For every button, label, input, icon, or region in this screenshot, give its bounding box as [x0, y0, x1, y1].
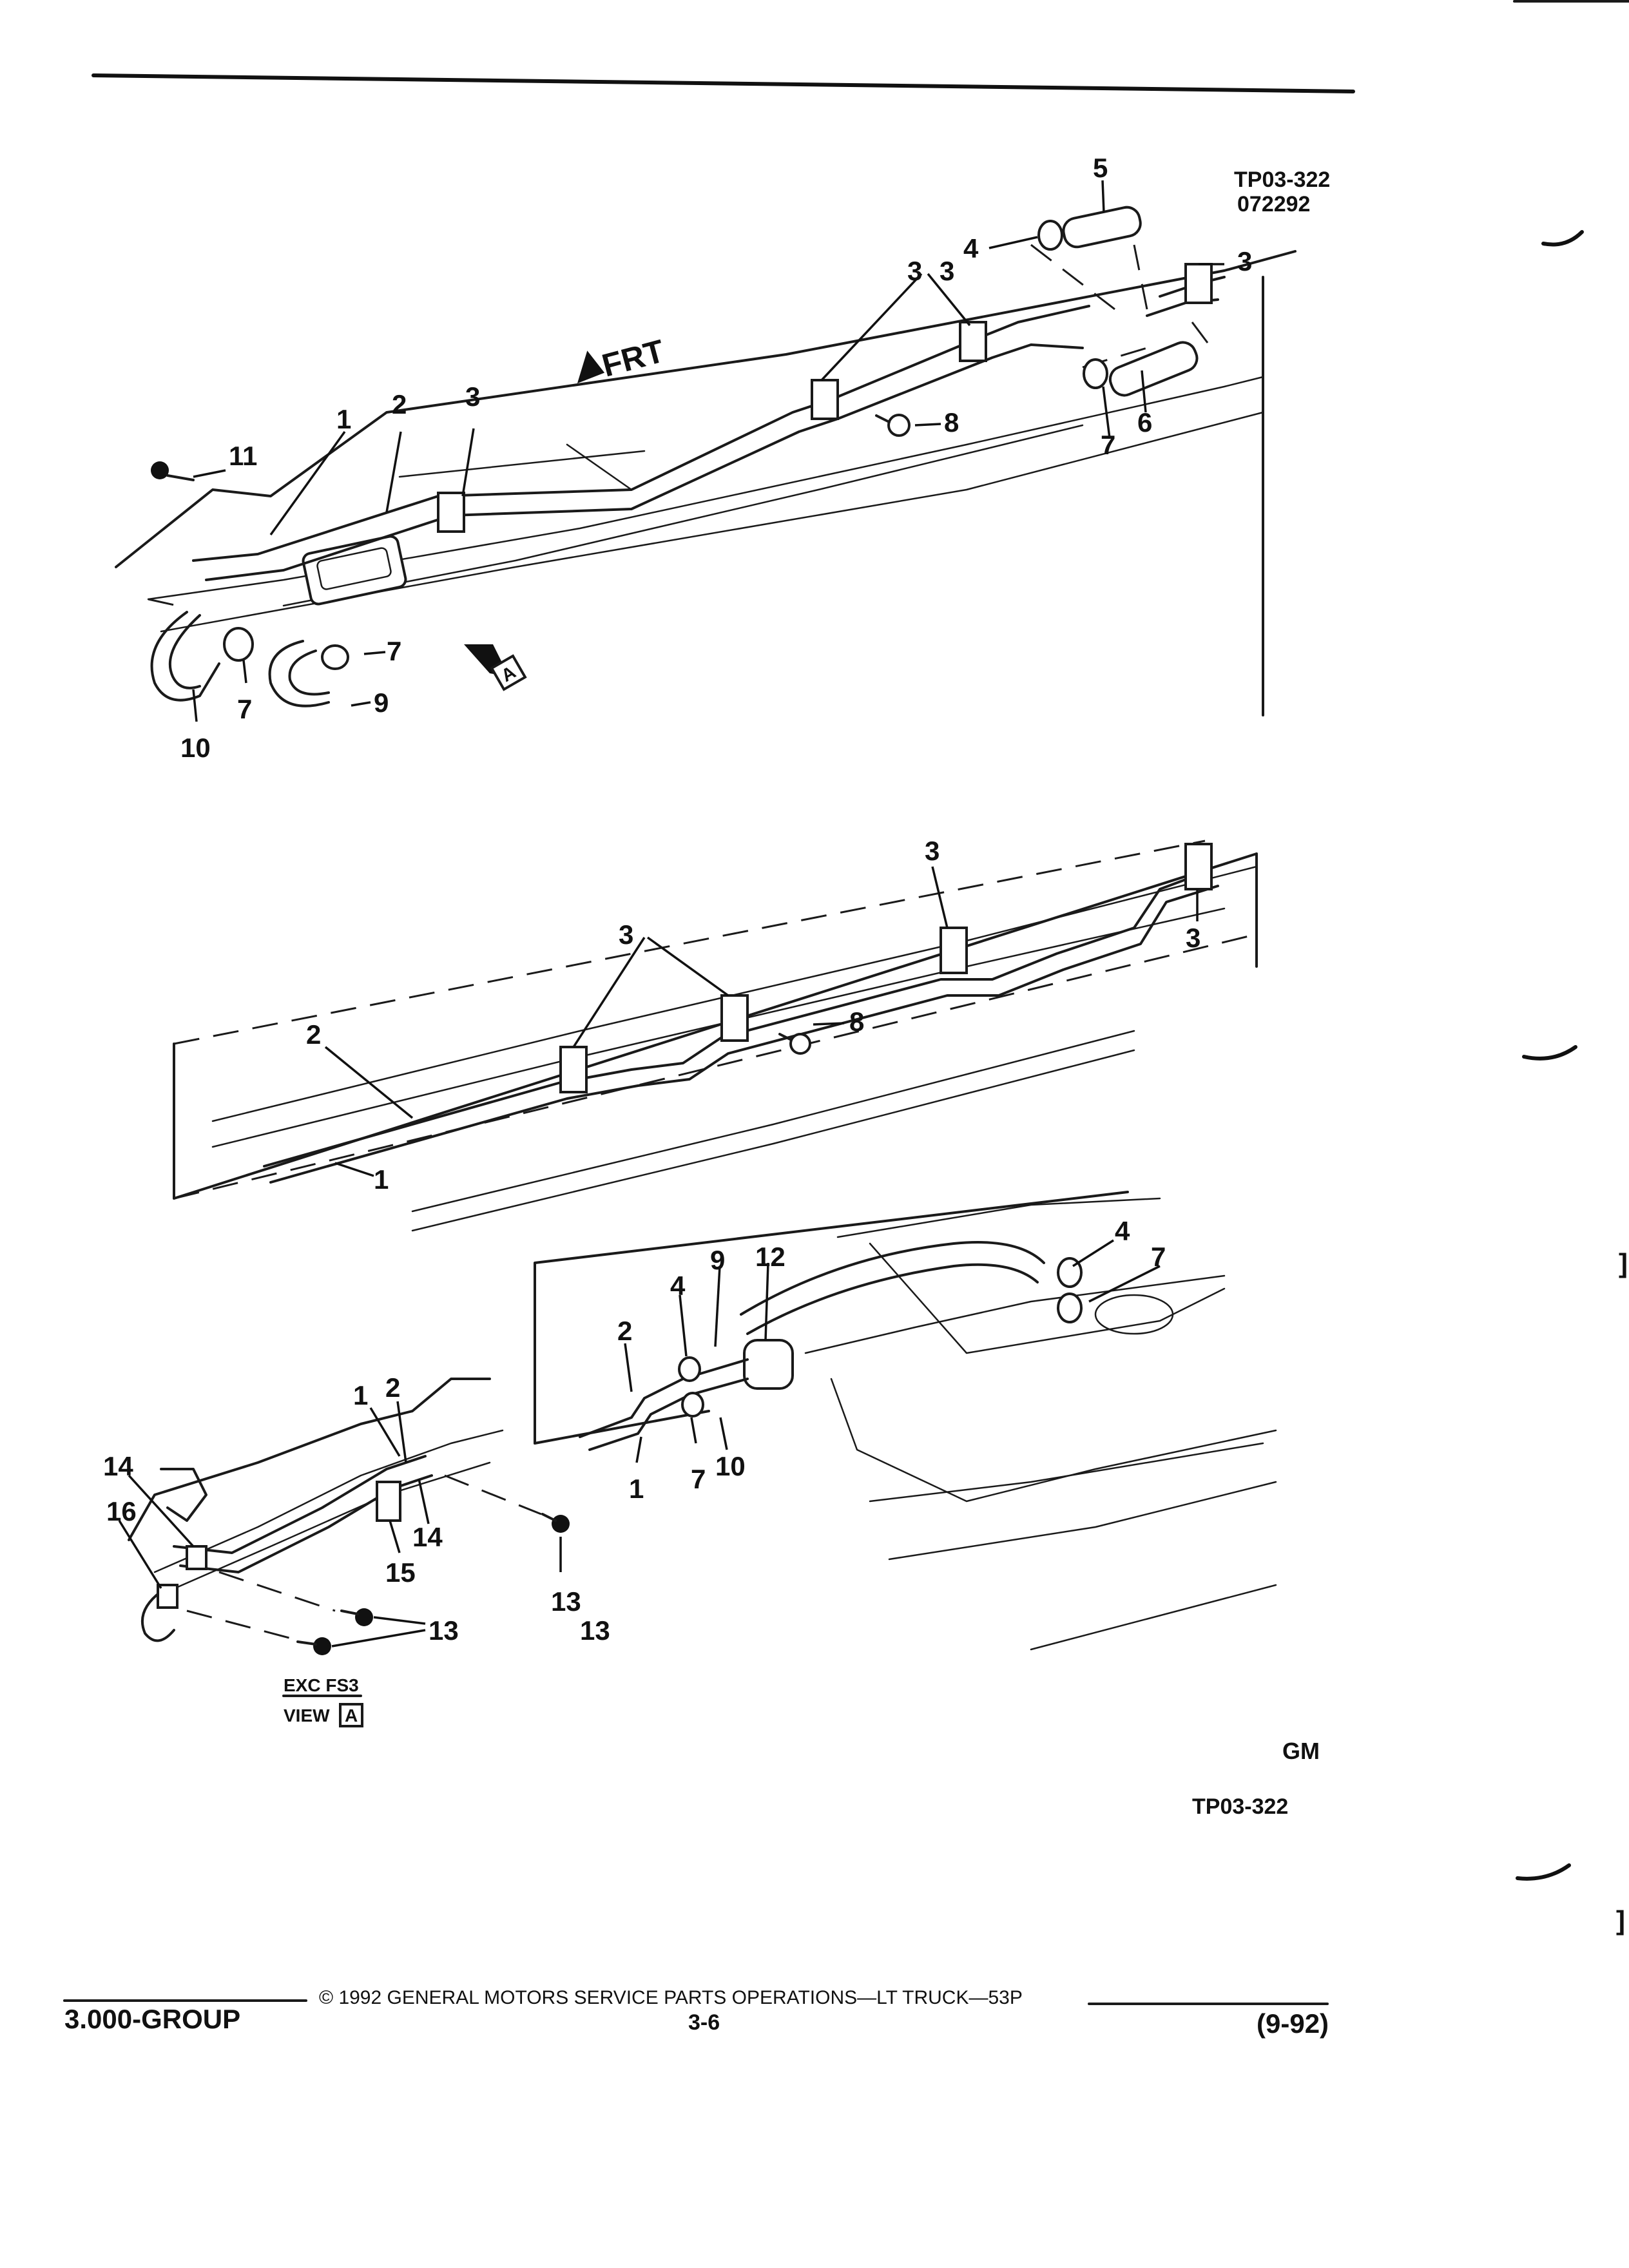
clip: [559, 1046, 588, 1093]
frt-label: FRT: [598, 332, 668, 383]
clip: [959, 321, 987, 362]
callout-upper-7b: 7: [237, 694, 252, 724]
clamp-7: [321, 644, 349, 670]
callout-viewa-14a: 14: [103, 1451, 133, 1481]
callout-lower-7b: 7: [1151, 1242, 1166, 1272]
date-code: 072292: [1237, 192, 1310, 216]
callout-lower-4b: 4: [1115, 1216, 1130, 1246]
footer-group: 3.000-GROUP: [64, 2004, 240, 2034]
bolt-8: [875, 414, 911, 437]
drawing-code: TP03-322: [1234, 168, 1330, 192]
grommet-12: [743, 1339, 794, 1390]
callout-middle-3c: 3: [1186, 923, 1200, 953]
footer-copyright: © 1992 GENERAL MOTORS SERVICE PARTS OPER…: [319, 1987, 1023, 2008]
callout-lower-2: 2: [617, 1316, 632, 1346]
bracket: [160, 1468, 207, 1522]
bolt-13: [296, 1637, 331, 1655]
front-direction-arrow: FRT: [577, 332, 668, 384]
callout-middle-2: 2: [306, 1019, 321, 1050]
edge-bracket: ]: [1619, 1248, 1628, 1278]
callout-viewa-14b: 14: [412, 1522, 443, 1552]
gm-logo: GM: [1282, 1738, 1320, 1764]
callout-upper-6: 6: [1137, 407, 1152, 437]
tank-hose: [740, 1241, 1045, 1316]
edge-mark: [1541, 230, 1584, 247]
callout-lower-4a: 4: [670, 1271, 686, 1301]
callout-upper-3c: 3: [940, 256, 954, 286]
callout-lower-10: 10: [715, 1451, 746, 1481]
callout-upper-4: 4: [963, 233, 979, 264]
clip-16: [157, 1584, 178, 1609]
edge-mark: [1522, 1045, 1577, 1061]
callout-middle-3a: 3: [619, 919, 633, 950]
clamp-7: [223, 627, 254, 662]
callout-viewa-16: 16: [106, 1496, 137, 1526]
view-caption: EXC FS3 VIEW A: [282, 1675, 363, 1727]
fuel-sender: [1094, 1294, 1174, 1335]
hose-6: [1108, 341, 1199, 397]
clamp: [1083, 358, 1108, 389]
callout-lower-12: 12: [755, 1242, 786, 1272]
callout-lower-9: 9: [710, 1245, 725, 1275]
clamp: [1057, 1293, 1083, 1323]
footer-page: 3-6: [688, 2010, 720, 2035]
callout-viewa-1: 1: [353, 1380, 368, 1410]
bolt-11: [151, 461, 195, 481]
callout-upper-3b: 3: [907, 256, 922, 286]
view-caption-prefix: VIEW: [284, 1706, 330, 1725]
hose-9: [268, 640, 330, 707]
callout-upper-1: 1: [336, 404, 351, 434]
callout-upper-7a: 7: [1101, 430, 1115, 460]
callout-upper-5: 5: [1093, 153, 1108, 183]
clip: [1184, 843, 1213, 890]
callout-viewa-13b: 13: [429, 1615, 459, 1646]
bolt-8: [778, 1033, 811, 1055]
clip-15: [376, 1481, 401, 1522]
clip: [811, 379, 839, 420]
clip-14: [186, 1545, 207, 1570]
clip: [437, 492, 465, 533]
top-rule: [92, 73, 1355, 93]
callout-upper-2: 2: [392, 389, 407, 419]
clip: [1184, 263, 1213, 304]
callout-lower-1: 1: [629, 1474, 644, 1504]
bottom-drawing-code: TP03-322: [1192, 1794, 1288, 1819]
clamp: [1037, 220, 1063, 251]
clip: [940, 927, 968, 974]
callout-viewa-13c: 13: [580, 1615, 610, 1646]
upper-view: FRT A 1 2 3 3 3 3 4 5 6 7: [115, 153, 1296, 763]
callout-middle-1: 1: [374, 1164, 389, 1195]
callout-viewa-2: 2: [385, 1372, 400, 1403]
callout-viewa-13a: 13: [551, 1586, 581, 1617]
callout-upper-3d: 3: [1237, 246, 1252, 276]
middle-view: 3 3 3 8 2 1: [173, 836, 1258, 1232]
clip: [720, 994, 749, 1042]
callout-upper-8: 8: [944, 407, 959, 437]
callout-viewa-15: 15: [385, 1557, 416, 1588]
callout-upper-3a: 3: [465, 381, 480, 412]
view-caption-line1: EXC FS3: [284, 1675, 359, 1695]
lower-view: 4 7 12 9 4 2 1 7 10: [534, 1191, 1277, 1651]
footer: 3.000-GROUP © 1992 GENERAL MOTORS SERVIC…: [63, 1987, 1329, 2039]
edge-bracket: ]: [1616, 1905, 1625, 1936]
hook: [140, 1590, 175, 1642]
callout-middle-3b: 3: [925, 836, 940, 866]
hose-10: [150, 611, 220, 702]
view-a-arrow: A: [464, 644, 527, 691]
callout-upper-7c: 7: [387, 636, 401, 666]
callout-middle-8: 8: [849, 1006, 864, 1037]
view-caption-box-letter: A: [345, 1706, 358, 1725]
bolt-13: [340, 1608, 373, 1626]
callout-upper-9: 9: [374, 687, 389, 718]
footer-revision: (9-92): [1257, 2008, 1329, 2039]
callout-lower-7a: 7: [691, 1464, 706, 1494]
edge-mark: [1516, 1863, 1571, 1881]
hose-5: [1062, 206, 1142, 249]
callout-upper-10: 10: [180, 733, 211, 763]
view-a-detail: 1 2 13 13 14 14 15 16 13: [103, 1372, 610, 1655]
bolt-13: [541, 1513, 570, 1533]
callout-upper-11: 11: [229, 441, 257, 471]
